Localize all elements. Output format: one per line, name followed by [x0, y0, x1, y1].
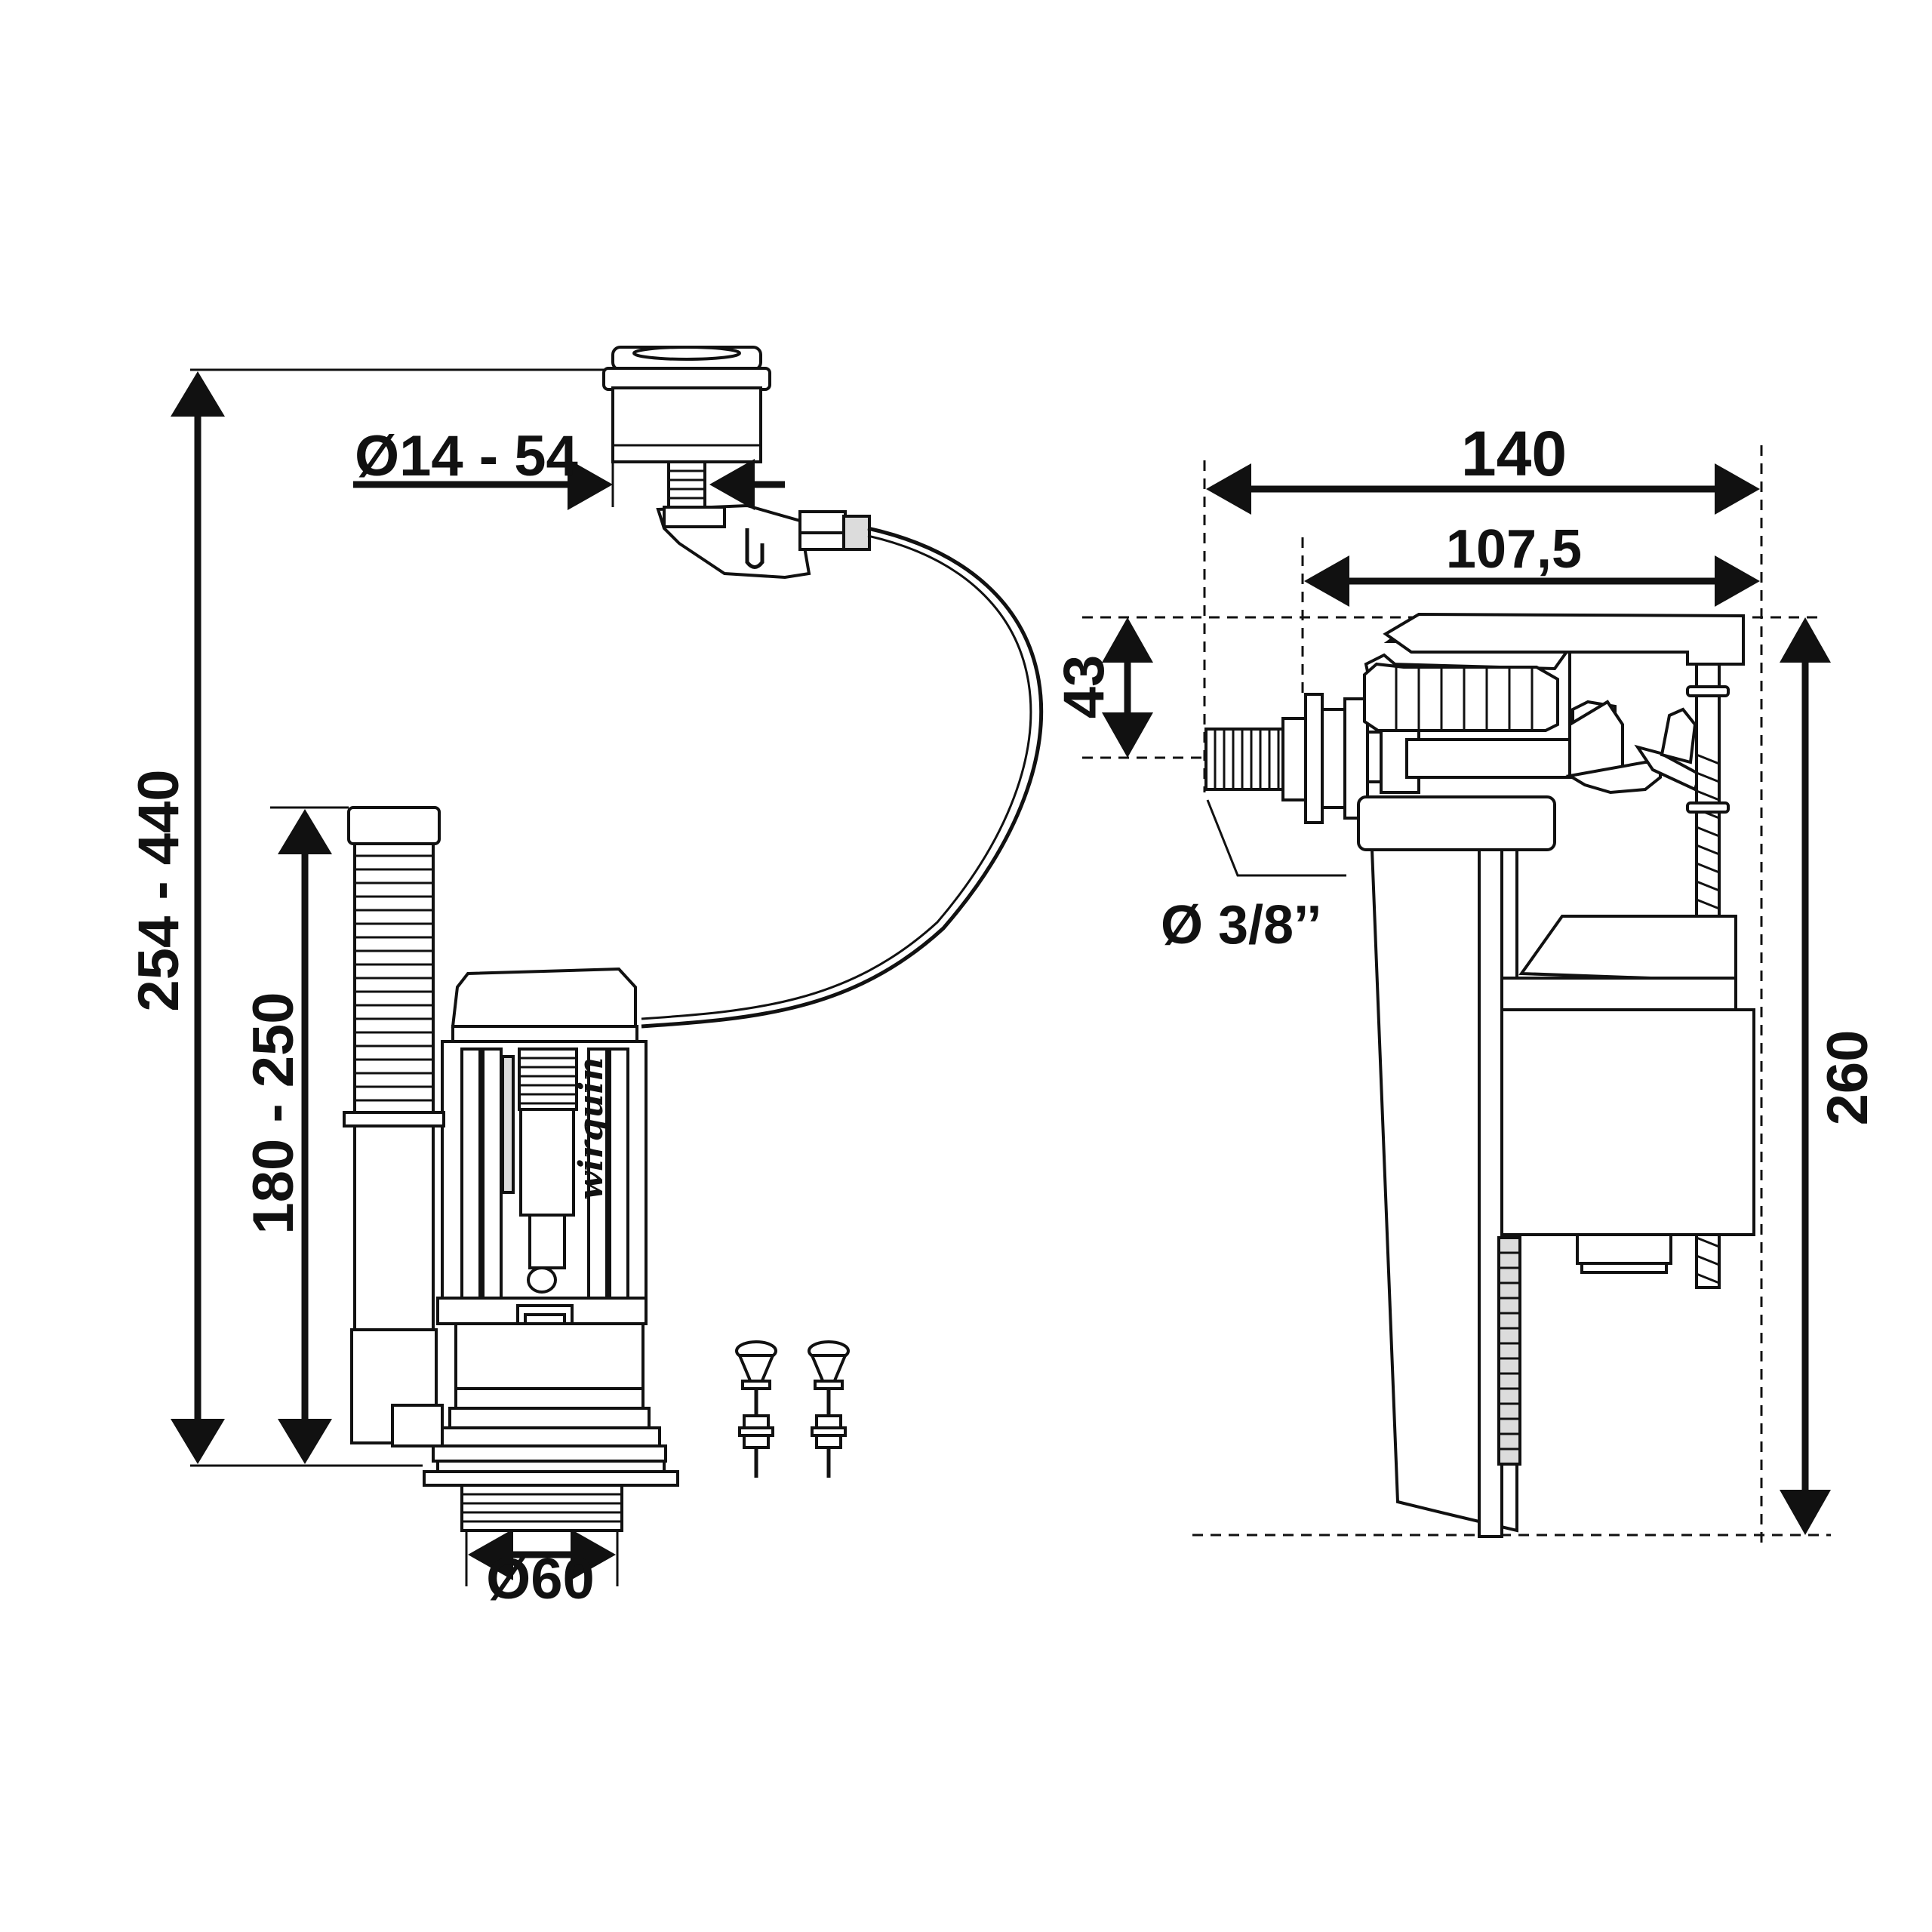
fill-valve-width-label: 140 — [1461, 418, 1567, 489]
dim-inlet-offset — [1102, 617, 1153, 758]
dim-fill-valve-height — [1780, 617, 1831, 1535]
dim-button-diameter — [353, 459, 785, 510]
total-height-label: 254 - 440 — [127, 769, 191, 1011]
dim-total-height — [171, 368, 604, 1467]
fill-valve-riser — [1370, 848, 1521, 1538]
dim-base-diameter — [465, 1529, 619, 1586]
dim-overflow-height — [270, 806, 349, 1464]
fixing-screw-2 — [808, 1340, 850, 1478]
fill-valve-inner-width-label: 107,5 — [1446, 519, 1582, 580]
flush-valve-drawing: wirquin — [127, 346, 1043, 1611]
fill-valve-float — [1500, 915, 1755, 1274]
fill-valve-head — [1357, 612, 1745, 851]
overflow-tube — [343, 806, 445, 1447]
button-diameter-label: Ø14 - 54 — [355, 424, 578, 488]
bowden-cable — [641, 526, 1043, 1029]
fixing-screw-1 — [735, 1340, 777, 1478]
brand-mark: wirquin — [572, 1057, 611, 1200]
cable-clip — [656, 503, 871, 580]
fill-valve-drawing: 140 107,5 43 260 Ø 3/8’’ — [1052, 418, 1880, 1547]
fill-valve-height-label: 260 — [1816, 1030, 1880, 1126]
base-diameter-label: Ø60 — [486, 1547, 595, 1611]
inlet-thread-label: Ø 3/8’’ — [1161, 895, 1321, 955]
button-stem — [667, 460, 706, 509]
flush-valve-body — [423, 967, 679, 1532]
overflow-height-label: 180 - 250 — [242, 992, 306, 1234]
inlet-offset-label: 43 — [1052, 655, 1116, 719]
inlet-thread-leader — [1206, 799, 1346, 877]
push-button — [602, 346, 771, 463]
dim-fill-valve-inner-width — [1304, 555, 1760, 607]
dim-fill-valve-width — [1206, 463, 1760, 515]
